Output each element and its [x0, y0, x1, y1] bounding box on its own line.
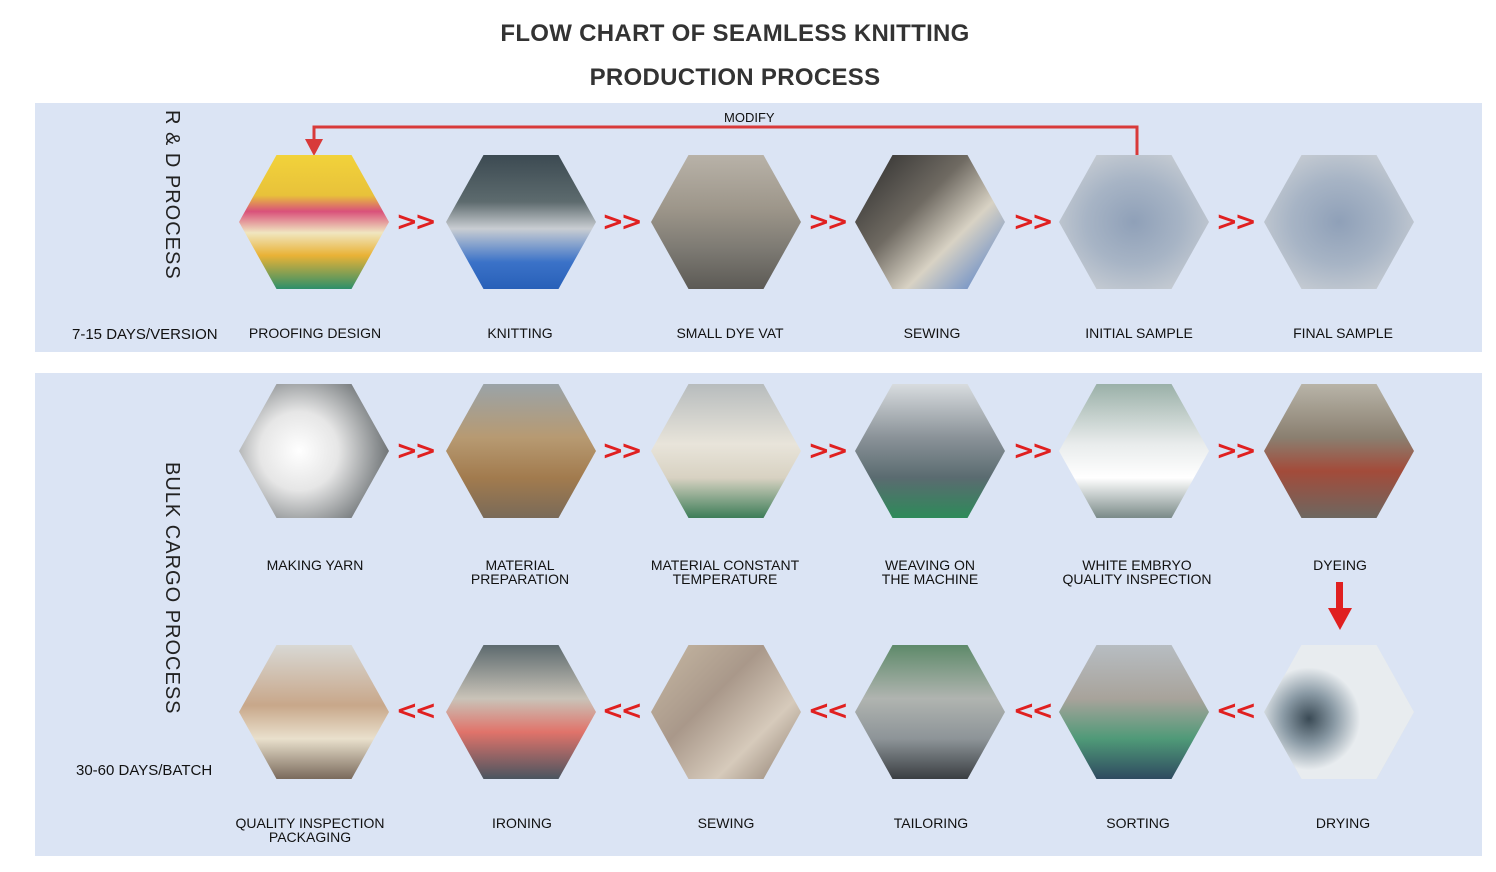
forward-arrow-icon: >> [602, 207, 643, 237]
forward-arrow-icon: >> [1013, 436, 1054, 466]
backward-arrow-icon: << [396, 696, 437, 726]
rd-section-label: R & D PROCESS [161, 110, 183, 280]
step-label-ironing: IRONING [492, 815, 552, 831]
material-constant-temperature-image [651, 384, 801, 518]
step-label-sewing-bulk: SEWING [697, 815, 755, 831]
modify-label: MODIFY [724, 110, 775, 125]
step-label-knitting: KNITTING [487, 325, 553, 341]
step-label-dyeing: DYEING [1313, 557, 1367, 573]
backward-arrow-icon: << [808, 696, 849, 726]
rd-duration: 7-15 DAYS/VERSION [72, 326, 218, 343]
step-label-small-dye-vat: SMALL DYE VAT [676, 325, 784, 341]
making-yarn-image [239, 384, 389, 518]
chart-title-line-2: PRODUCTION PROCESS [589, 64, 881, 91]
step-label-sewing: SEWING [903, 325, 961, 341]
forward-arrow-icon: >> [1216, 436, 1257, 466]
forward-arrow-icon: >> [602, 436, 643, 466]
forward-arrow-icon: >> [396, 436, 437, 466]
bulk-section-label: BULK CARGO PROCESS [161, 462, 183, 715]
step-label-initial-sample: INITIAL SAMPLE [1085, 325, 1193, 341]
weaving-machine-image [855, 384, 1005, 518]
backward-arrow-icon: << [1013, 696, 1054, 726]
modify-arrowhead-icon [305, 139, 323, 156]
white-embryo-inspection-image [1059, 384, 1209, 518]
down-arrow-shaft [1336, 582, 1343, 610]
step-label-sorting: SORTING [1106, 815, 1170, 831]
material-preparation-image [446, 384, 596, 518]
down-arrow-icon [1328, 608, 1352, 630]
forward-arrow-icon: >> [808, 207, 849, 237]
dyeing-image [1264, 384, 1414, 518]
backward-arrow-icon: << [1216, 696, 1257, 726]
chart-title-line-1: FLOW CHART OF SEAMLESS KNITTING [500, 20, 970, 47]
backward-arrow-icon: << [602, 696, 643, 726]
step-label-final-sample: FINAL SAMPLE [1293, 325, 1393, 341]
forward-arrow-icon: >> [1216, 207, 1257, 237]
step-label-tailoring: TAILORING [893, 815, 969, 831]
modify-feedback-line [312, 125, 1139, 156]
bulk-duration: 30-60 DAYS/BATCH [76, 762, 213, 779]
step-label-making-yarn: MAKING YARN [266, 557, 364, 573]
forward-arrow-icon: >> [808, 436, 849, 466]
forward-arrow-icon: >> [1013, 207, 1054, 237]
step-label-drying: DRYING [1315, 815, 1371, 831]
forward-arrow-icon: >> [396, 207, 437, 237]
step-label-proofing-design: PROOFING DESIGN [248, 325, 382, 341]
